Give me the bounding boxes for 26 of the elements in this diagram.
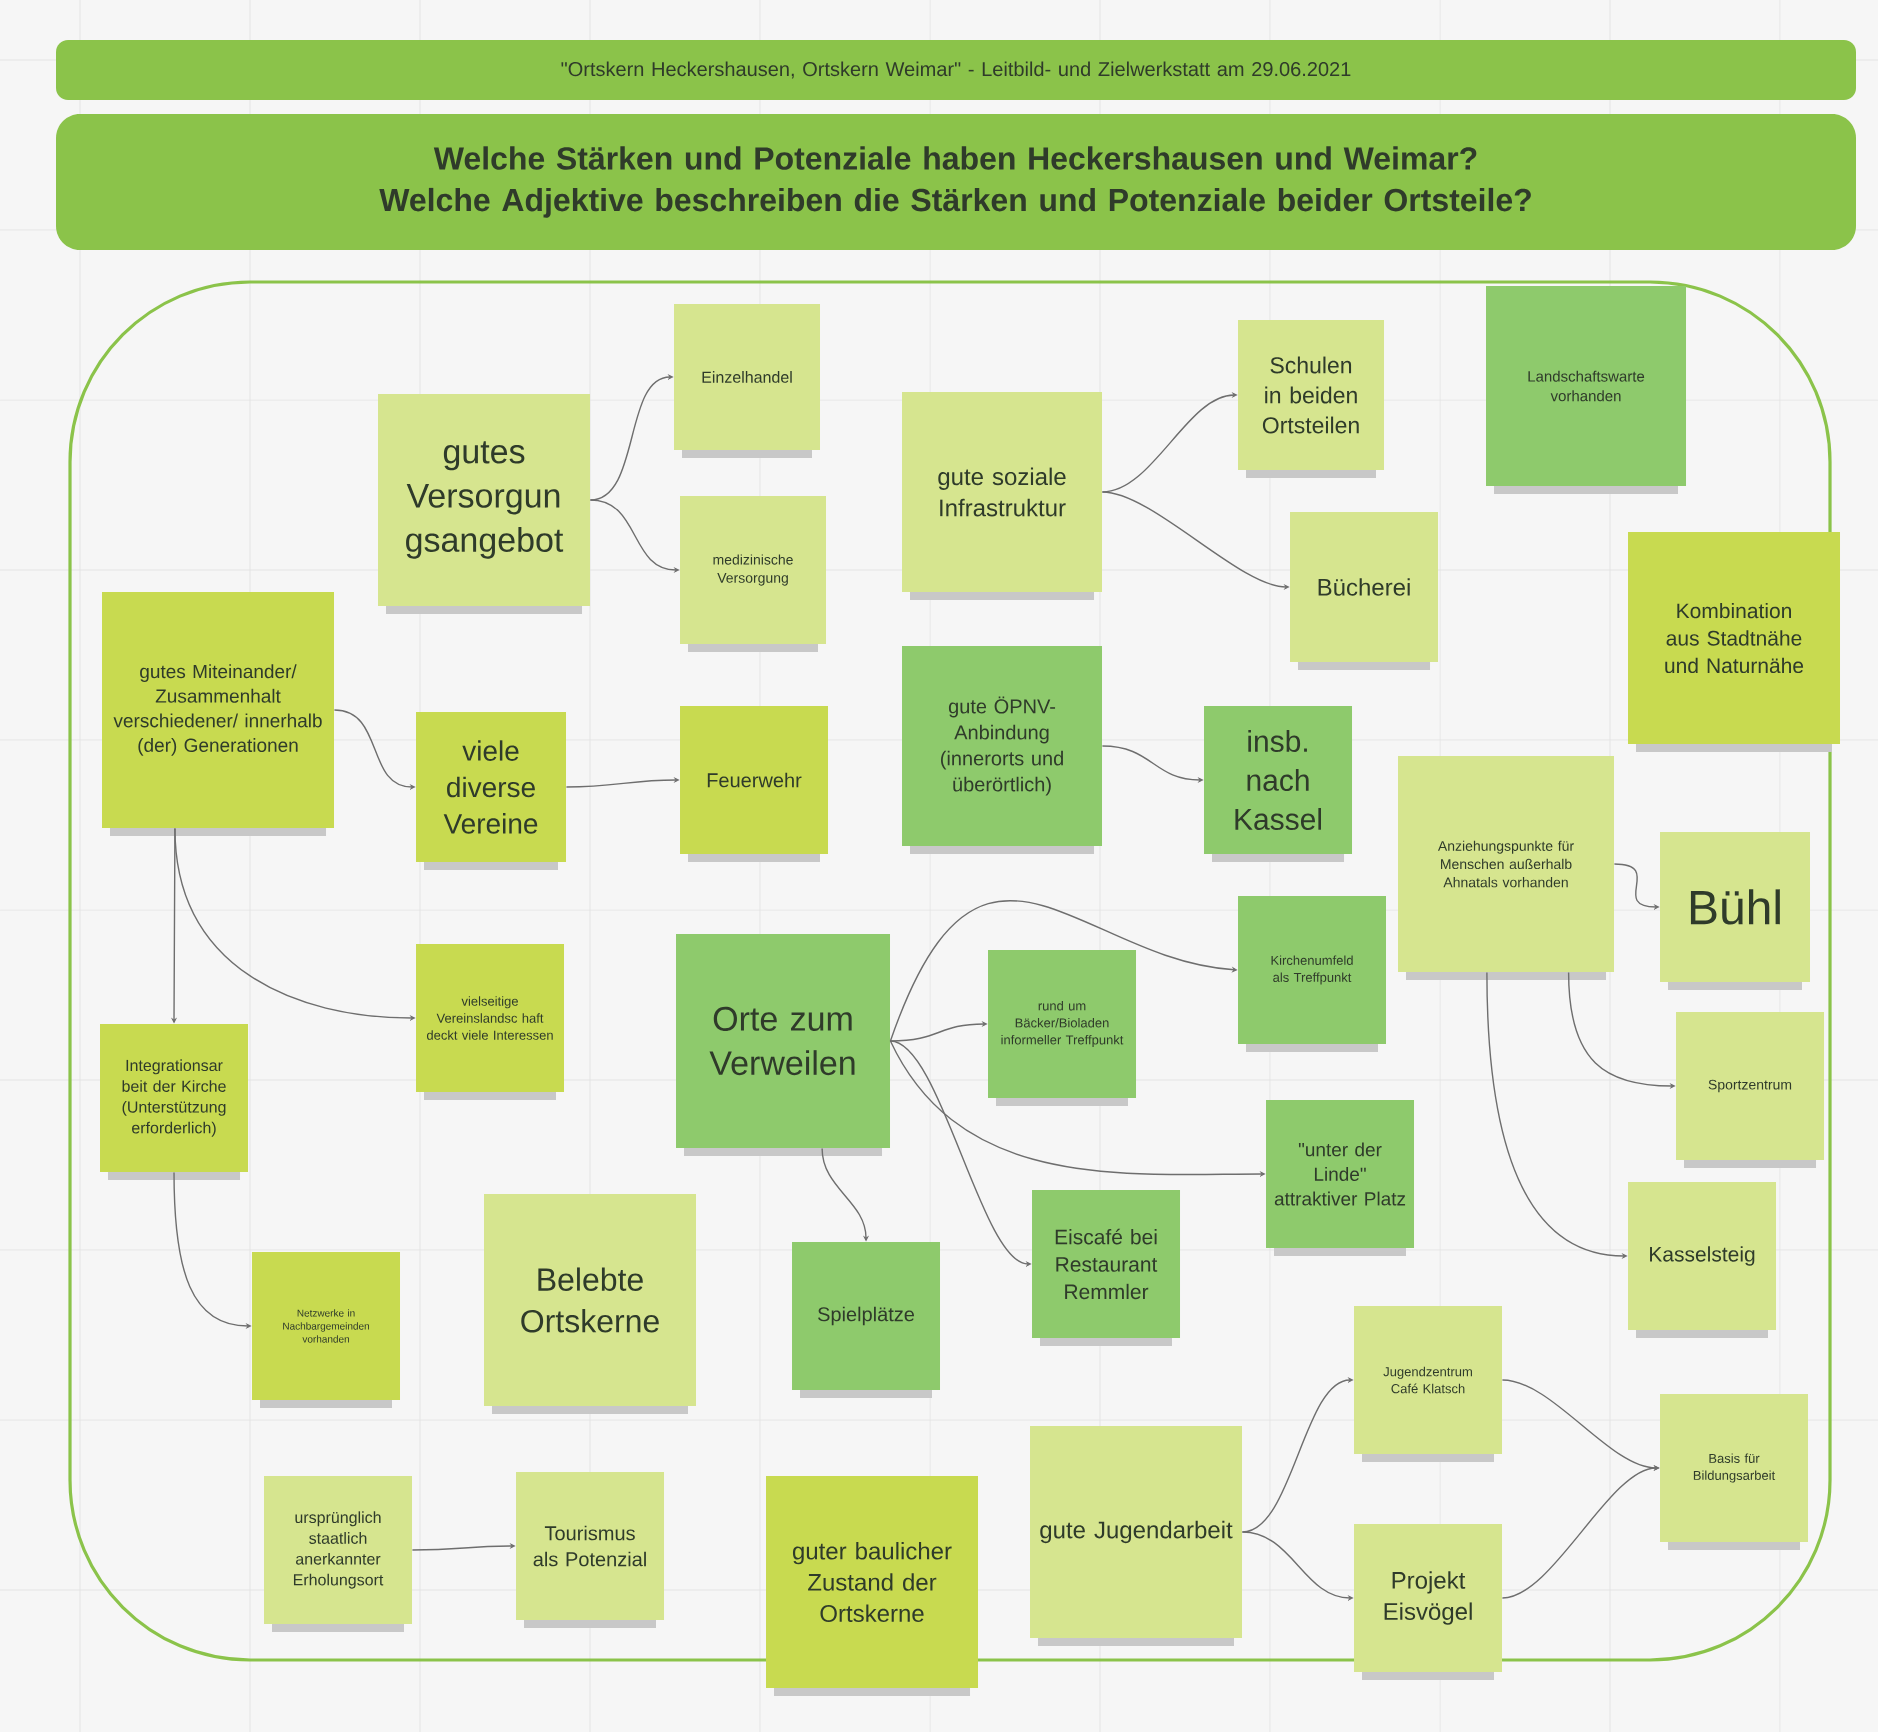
sticky-note: insb. nach Kassel <box>1204 706 1352 862</box>
sticky-note: "unter der Linde" attraktiver Platz <box>1266 1100 1414 1256</box>
sticky-note: gutes Miteinander/ Zusammenhalt verschiedener/ innerhalb (der) Generationen <box>102 592 334 836</box>
sticky-note: Eiscafé bei Restaurant Remmler <box>1032 1190 1180 1346</box>
sticky-note: Feuerwehr <box>680 706 828 862</box>
sticky-note: Tourismus als Potenzial <box>516 1472 664 1628</box>
sticky-note: Schulen in beiden Ortsteilen <box>1238 320 1384 478</box>
sticky-note: Bühl <box>1660 832 1810 990</box>
sticky-note: gute soziale Infrastruktur <box>902 392 1102 600</box>
sticky-note: Projekt Eisvögel <box>1354 1524 1502 1680</box>
sticky-note: Integrationsar beit der Kirche (Unterstützung erforderlich) <box>100 1024 248 1180</box>
sticky-note: Spielplätze <box>792 1242 940 1398</box>
sticky-note: guter baulicher Zustand der Ortskerne <box>766 1476 978 1696</box>
sticky-note: ursprünglich staatlich anerkannter Erholungsort <box>264 1476 412 1632</box>
header-banner: "Ortskern Heckershausen, Ortskern Weimar" - Leitbild- und Zielwerkstatt am 29.06.2021 <box>56 40 1856 100</box>
sticky-note: gutes Versorgun gsangebot <box>378 394 590 614</box>
sticky-note: Kasselsteig <box>1628 1182 1776 1338</box>
sticky-note: Bücherei <box>1290 512 1438 670</box>
sticky-note: gute Jugendarbeit <box>1030 1426 1242 1646</box>
question-banner: Welche Stärken und Potenziale haben Heckershausen und Weimar? Welche Adjektive beschreiben die Stärken und Potenziale beider Ortsteile? <box>56 114 1856 250</box>
sticky-note: Einzelhandel <box>674 304 820 458</box>
sticky-note: gute ÖPNV-Anbindung (innerorts und überörtlich) <box>902 646 1102 854</box>
sticky-note: Orte zum Verweilen <box>676 934 890 1156</box>
sticky-note: Kombination aus Stadtnähe und Naturnähe <box>1628 532 1840 752</box>
sticky-note: Belebte Ortskerne <box>484 1194 696 1414</box>
sticky-note: viele diverse Vereine <box>416 712 566 870</box>
